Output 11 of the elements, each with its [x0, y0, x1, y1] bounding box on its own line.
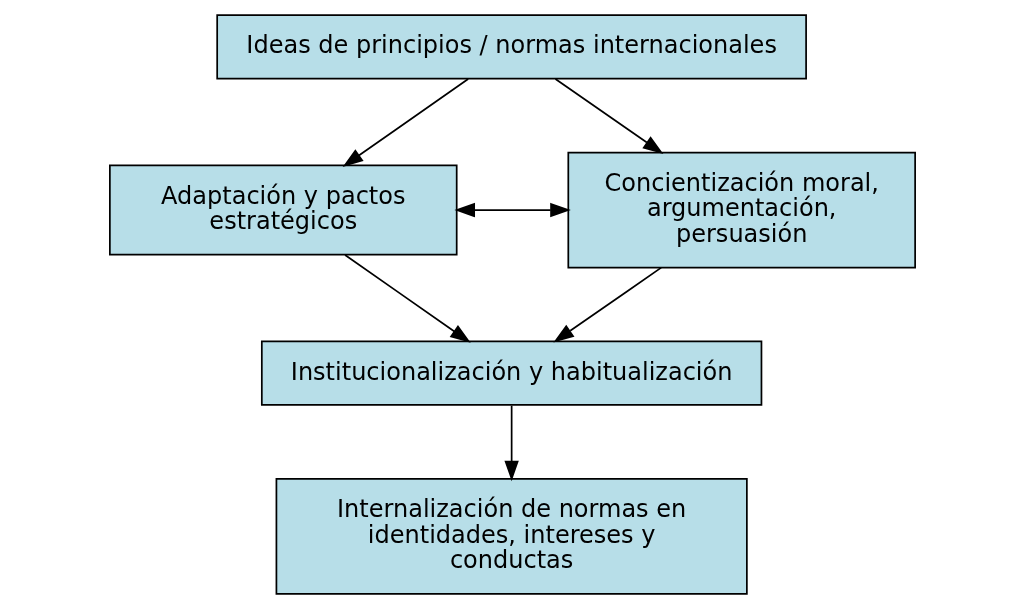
node-box: Ideas de principios / normas internacionales	[215, 14, 807, 80]
node-box: Internalización de normas en identidades, intereses y conductas	[275, 477, 748, 595]
node-box: Institucionalización y habitualización	[260, 340, 762, 406]
arrow	[554, 78, 663, 154]
node-box: Adaptación y pactos estratégicos	[108, 164, 458, 256]
arrow	[552, 266, 662, 343]
arrow	[503, 404, 519, 482]
arrow	[342, 78, 469, 167]
arrow	[453, 202, 571, 218]
arrow	[343, 254, 471, 343]
node-box: Concientización moral, argumentación, persuasión	[566, 151, 916, 269]
